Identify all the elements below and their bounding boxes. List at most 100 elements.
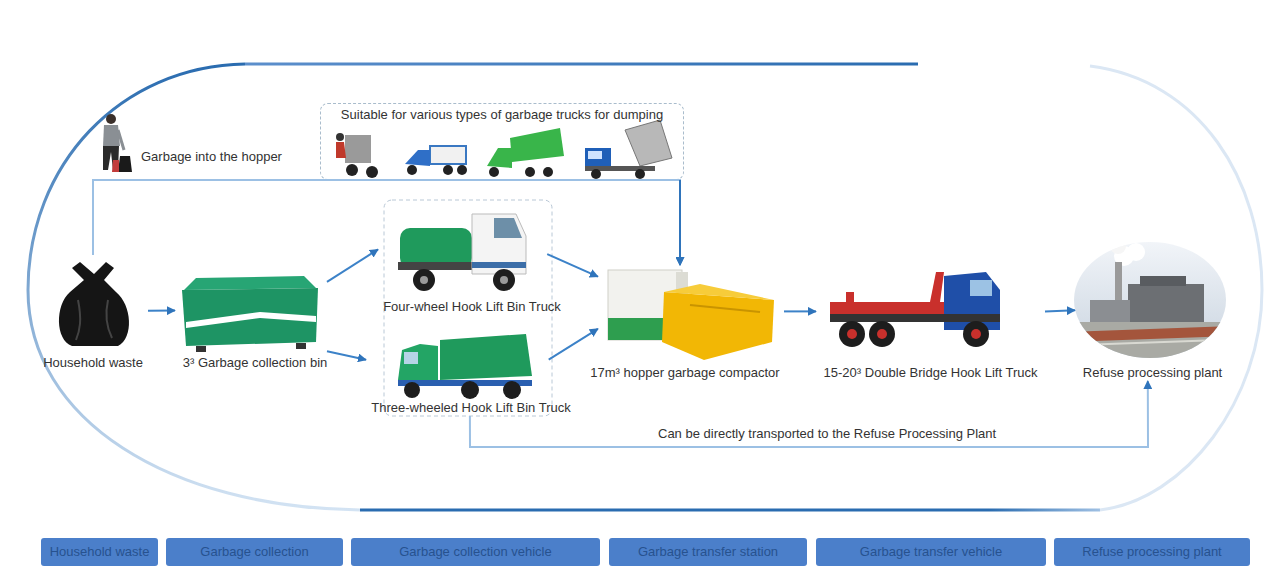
illustration-part (404, 382, 420, 398)
illustration-part (461, 381, 479, 399)
illustration-part (1110, 238, 1126, 254)
illustration-part (76, 300, 80, 340)
group-box: Suitable for various types of garbage tr… (320, 103, 684, 180)
illustration-part (690, 305, 760, 312)
illustration-part (877, 329, 887, 339)
collection-bin (182, 276, 318, 352)
node-label: Garbage transfer vehicle (860, 544, 1002, 560)
flow-arrow (679, 180, 681, 265)
stage-band: Refuse processing plant (1054, 538, 1250, 566)
illustration-part (457, 165, 467, 175)
illustration-part (118, 130, 124, 150)
illustration-part (635, 169, 645, 179)
flow-arrow (327, 351, 366, 360)
illustration-part (345, 135, 371, 163)
stage-band: Garbage transfer vehicle (816, 538, 1046, 566)
stage-band: Garbage transfer station (609, 538, 807, 566)
process-node: Four-wheel Hook Lift Bin Truck (378, 200, 566, 315)
stage-band: Household waste (41, 538, 158, 566)
node-label: 15-20³ Double Bridge Hook Lift Truck (824, 365, 1038, 381)
illustration-part (930, 272, 944, 302)
illustration-part (543, 167, 553, 177)
illustration-part (830, 314, 1000, 322)
illustration-part (360, 509, 1100, 512)
three-wheel-truck (398, 334, 532, 399)
illustration-part (336, 142, 346, 158)
node-label: Garbage transfer station (638, 544, 778, 560)
flow-arrow (547, 254, 598, 277)
hopper-compactor (608, 270, 774, 360)
illustration-part (487, 148, 512, 168)
process-node: Refuse processing plant (1075, 245, 1230, 381)
illustration-part (106, 114, 116, 124)
illustration-part (196, 346, 206, 352)
illustration-part (28, 64, 360, 510)
illustration-part (963, 321, 989, 347)
illustration-part (472, 214, 526, 274)
illustration-part (489, 167, 499, 177)
illustration-part (1140, 276, 1186, 286)
node-label: Three-wheeled Hook Lift Bin Truck (371, 400, 570, 416)
illustration-part (106, 300, 112, 338)
illustration-part (184, 276, 316, 290)
illustration-part (186, 312, 316, 328)
illustration-part (500, 276, 508, 284)
node-label: Suitable for various types of garbage tr… (341, 107, 663, 123)
process-node: 15-20³ Double Bridge Hook Lift Truck (816, 265, 1045, 381)
illustration-part (869, 321, 895, 347)
illustration-part (664, 284, 774, 300)
small-garbage-vehicles (336, 120, 672, 179)
illustration-part (1080, 340, 1220, 345)
illustration-part (625, 120, 672, 166)
illustration-part (662, 292, 774, 360)
illustration-part (1127, 243, 1145, 261)
illustration-part (404, 352, 418, 364)
node-label: Refuse processing plant (1082, 544, 1221, 560)
flow-arrow (327, 249, 378, 282)
node-label: 17m³ hopper garbage compactor (590, 365, 779, 381)
illustration-part (830, 302, 946, 314)
stage-band: Garbage collection vehicle (351, 538, 600, 566)
illustration-part (970, 280, 992, 296)
illustration-part (971, 329, 981, 339)
node-label: Household waste (50, 544, 150, 560)
node-label: Refuse processing plant (1083, 365, 1222, 381)
stage-band: Garbage collection (166, 538, 343, 566)
illustration-part (413, 269, 435, 291)
illustration-part (443, 165, 453, 175)
flow-arrow (470, 381, 1148, 447)
node-label: Household waste (43, 355, 143, 371)
illustration-part (118, 156, 132, 172)
process-node: 3³ Garbage collection bin (175, 272, 335, 371)
illustration-part (346, 164, 358, 176)
node-label: Four-wheel Hook Lift Bin Truck (383, 299, 561, 315)
illustration-part (440, 334, 532, 380)
node-label: Garbage collection vehicle (399, 544, 551, 560)
illustration-part (420, 276, 428, 284)
flow-arrow (549, 329, 598, 360)
illustration-part (510, 128, 564, 162)
flow-arrow (784, 310, 816, 312)
illustration-part (405, 150, 430, 166)
flow-arrow (148, 310, 175, 312)
cycle-outline (28, 64, 1262, 510)
illustration-part (503, 381, 521, 399)
node-label: Garbage collection (200, 544, 308, 560)
edge-label: Garbage into the hopper (141, 149, 282, 165)
illustration-part (847, 329, 857, 339)
four-wheel-truck (398, 214, 526, 291)
process-node: 17m³ hopper garbage compactor (586, 265, 784, 381)
illustration-part (296, 343, 306, 349)
illustration-part (591, 169, 601, 179)
illustration-part (472, 262, 526, 268)
processing-plant (1070, 238, 1230, 362)
trash-bag (59, 262, 129, 346)
illustration-part (846, 292, 854, 302)
illustration-part (366, 166, 378, 178)
illustration-part (59, 262, 129, 346)
illustration-part (336, 133, 344, 141)
illustration-part (525, 167, 535, 177)
